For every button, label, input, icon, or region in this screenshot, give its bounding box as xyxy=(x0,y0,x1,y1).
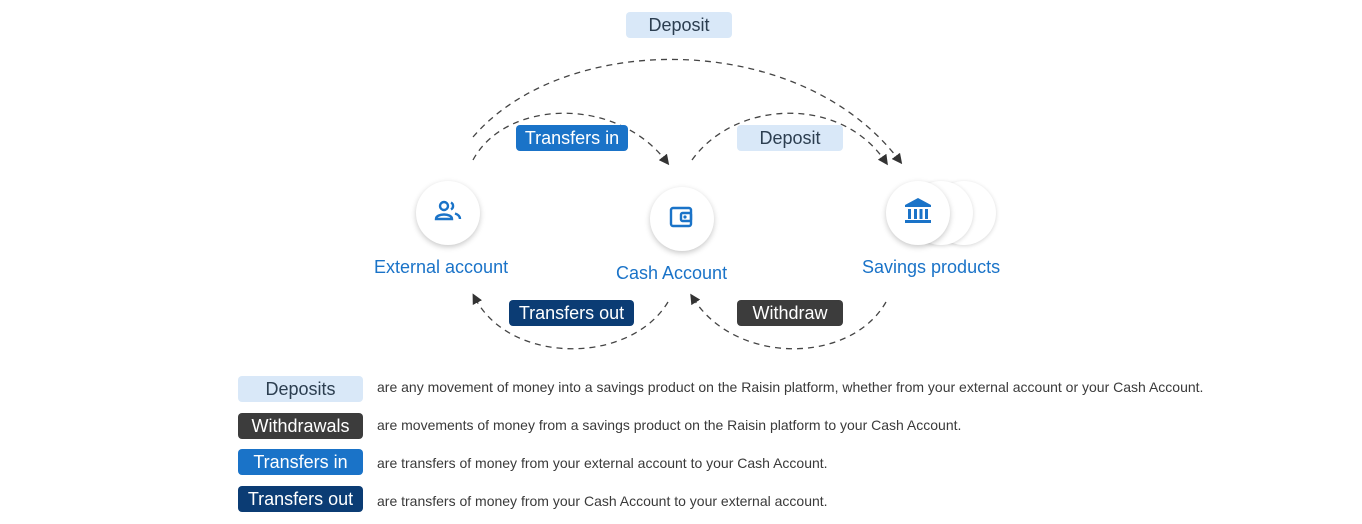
legend-withdrawals-label: Withdrawals xyxy=(251,416,350,436)
cash-account-node xyxy=(650,187,714,251)
external-account-node xyxy=(416,181,480,245)
transfers-in-arrow xyxy=(472,112,670,166)
legend-transfers-out-term: Transfers out xyxy=(238,486,363,512)
legend-transfers-out-label: Transfers out xyxy=(247,489,354,509)
deposit-mid-label: Deposit xyxy=(759,128,821,148)
legend-deposits-description: are any movement of money into a savings… xyxy=(377,379,1204,395)
people-icon xyxy=(433,199,463,228)
withdraw-pill: Withdraw xyxy=(737,300,843,326)
legend-deposits-label: Deposits xyxy=(265,379,336,399)
transfers-in-pill: Transfers in xyxy=(516,125,628,151)
transfers-out-arrow xyxy=(472,293,669,350)
deposit-top-arrow xyxy=(472,58,903,165)
deposit-mid-pill: Deposit xyxy=(737,125,843,151)
withdraw-arrow xyxy=(690,293,887,350)
legend-transfers-in-description: are transfers of money from your externa… xyxy=(377,455,828,471)
savings-products-label: Savings products xyxy=(862,257,1001,277)
deposit-mid-arrow xyxy=(691,112,888,166)
wallet-icon xyxy=(669,206,695,233)
legend-transfers-out-description: are transfers of money from your Cash Ac… xyxy=(377,493,828,509)
cash-account-label: Cash Account xyxy=(616,263,728,283)
savings-products-node xyxy=(886,181,950,245)
legend-deposits-term: Deposits xyxy=(238,376,363,402)
legend-transfers-in-label: Transfers in xyxy=(253,452,348,472)
legend-transfers-in-term: Transfers in xyxy=(238,449,363,475)
legend-withdrawals-term: Withdrawals xyxy=(238,413,363,439)
transfers-out-label: Transfers out xyxy=(518,303,625,323)
deposit-top-label: Deposit xyxy=(648,15,710,35)
withdraw-label: Withdraw xyxy=(752,303,828,323)
legend-withdrawals-description: are movements of money from a savings pr… xyxy=(377,417,962,433)
transfers-in-label: Transfers in xyxy=(524,128,620,148)
deposit-top-pill: Deposit xyxy=(626,12,732,38)
bank-icon xyxy=(903,197,933,230)
transfers-out-pill: Transfers out xyxy=(509,300,634,326)
external-account-label: External account xyxy=(374,257,509,277)
